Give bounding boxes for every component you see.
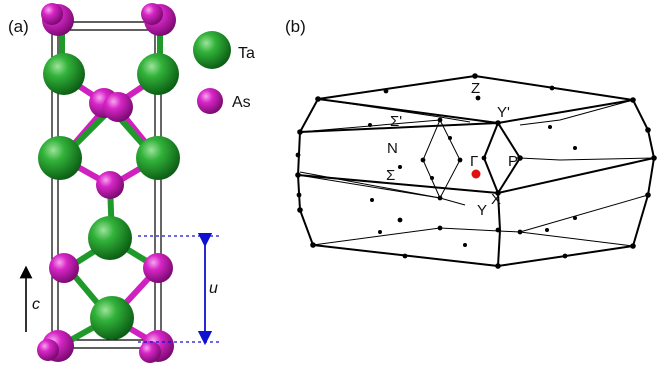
as-atom xyxy=(143,253,173,283)
point-label-z: Z xyxy=(471,80,480,97)
legend-as-label: As xyxy=(232,94,251,111)
as-atom xyxy=(96,171,124,199)
ta-atom xyxy=(88,216,132,260)
atoms xyxy=(37,3,180,363)
point-label-gamma: Γ xyxy=(470,153,478,170)
as-atom xyxy=(49,253,79,283)
brillouin-zone-inner xyxy=(297,98,655,247)
legend: Ta As xyxy=(193,31,255,114)
ta-atom xyxy=(38,136,82,180)
point-label-y-prime: Y' xyxy=(497,104,510,121)
point-label-n: N xyxy=(387,140,398,157)
c-axis-label: c xyxy=(32,296,40,313)
panel-b-label: (b) xyxy=(285,17,306,36)
u-dimension xyxy=(138,232,220,346)
as-atom xyxy=(37,339,59,361)
u-label: u xyxy=(209,280,218,297)
panel-a-label: (a) xyxy=(8,17,29,36)
panel-b: (b) xyxy=(285,17,657,269)
point-label-p: P xyxy=(508,153,518,170)
legend-ta-label: Ta xyxy=(238,45,255,62)
point-label-sigma: Σ xyxy=(386,167,395,184)
legend-ta-swatch xyxy=(193,31,231,69)
ta-atom xyxy=(137,53,179,95)
point-label-sigma-prime: Σ' xyxy=(390,113,402,130)
ta-atom xyxy=(136,136,180,180)
as-atom xyxy=(103,92,133,122)
panel-a: (a) xyxy=(8,3,255,363)
point-label-y: Y xyxy=(477,202,487,219)
legend-as-swatch xyxy=(197,88,223,114)
gamma-point-marker xyxy=(471,169,481,179)
as-atom xyxy=(41,3,63,25)
point-label-x: X xyxy=(491,191,501,208)
ta-atom xyxy=(43,53,85,95)
ta-atom xyxy=(90,296,134,340)
vertex-dots xyxy=(295,73,657,269)
as-atom xyxy=(139,341,161,363)
as-atom xyxy=(141,3,163,25)
